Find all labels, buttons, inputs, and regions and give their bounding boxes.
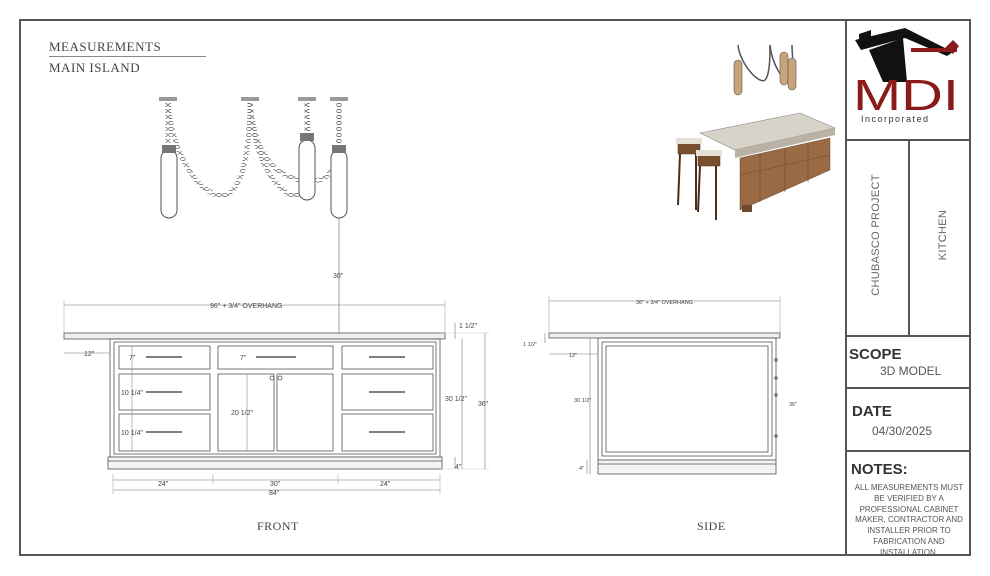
- island-3d-render: [676, 112, 836, 220]
- project-name: CHUBASCO PROJECT: [870, 174, 882, 296]
- side-elevation: [544, 296, 781, 475]
- dim-drawer-mid-left: 10 1/4": [121, 390, 143, 397]
- title-underline: [49, 56, 206, 57]
- side-caption: SIDE: [697, 519, 726, 533]
- logo-subtitle: Incorporated: [861, 114, 930, 124]
- dim-drawer-top-mid: 7": [240, 355, 247, 362]
- dim-door-height: 20 1/2": [231, 410, 253, 417]
- date-value: 04/30/2025: [872, 424, 933, 438]
- front-caption: FRONT: [257, 519, 299, 533]
- dim-total-height: 36": [478, 401, 489, 408]
- notes-label: NOTES:: [851, 461, 908, 478]
- dim-width-mid: 30": [270, 481, 281, 488]
- dim-front-overhang: 12": [84, 351, 95, 358]
- scope-value: 3D MODEL: [880, 364, 942, 378]
- date-cell: [845, 387, 971, 450]
- drawing-sheet: [19, 19, 971, 556]
- dim-front-top: 1 1/2": [459, 323, 478, 330]
- dim-toe-kick: 4": [455, 464, 462, 471]
- dim-width-right: 24": [380, 481, 391, 488]
- dim-front-overall: 96" + 3/4" OVERHANG: [210, 303, 282, 310]
- date-label: DATE: [852, 403, 892, 420]
- dim-width-total: 84": [269, 490, 280, 497]
- title-block: [845, 19, 971, 556]
- scope-cell: [845, 335, 971, 387]
- dim-side-toe-kick: 4": [579, 466, 584, 472]
- sheet-subtitle: MAIN ISLAND: [49, 60, 141, 75]
- dim-pendant-drop: 30": [333, 273, 344, 280]
- room-name: KITCHEN: [937, 209, 949, 261]
- drawing-area: 30": [63, 44, 836, 497]
- dim-width-left: 24": [158, 481, 169, 488]
- dim-drawer-top-left: 7": [129, 355, 136, 362]
- dim-drawer-bot-left: 10 1/4": [121, 430, 143, 437]
- pendant-thumbnail: [733, 44, 797, 96]
- front-elevation: [63, 300, 490, 494]
- notes-text: ALL MEASUREMENTS MUST BE VERIFIED BY A P…: [854, 483, 964, 557]
- scope-label: SCOPE: [849, 346, 902, 363]
- notes-cell: [845, 450, 971, 556]
- dim-side-total-height: 36": [789, 402, 797, 408]
- dim-side-top: 1 1/2": [523, 342, 537, 348]
- dim-side-overhang: 12": [569, 353, 577, 359]
- dim-cabinet-height: 30 1/2": [445, 396, 467, 403]
- dim-side-overall: 36" + 3/4" OVERHANG: [636, 300, 693, 306]
- dim-side-cabinet-height: 30 1/2": [574, 398, 591, 404]
- sheet-title: MEASUREMENTS: [49, 39, 162, 54]
- title-block-border: [845, 19, 847, 556]
- mdi-logo: MDI Incorporated: [853, 28, 959, 124]
- project-divider: [908, 140, 910, 336]
- logo-letters: MDI: [853, 71, 959, 120]
- pendant-lights: [159, 97, 348, 219]
